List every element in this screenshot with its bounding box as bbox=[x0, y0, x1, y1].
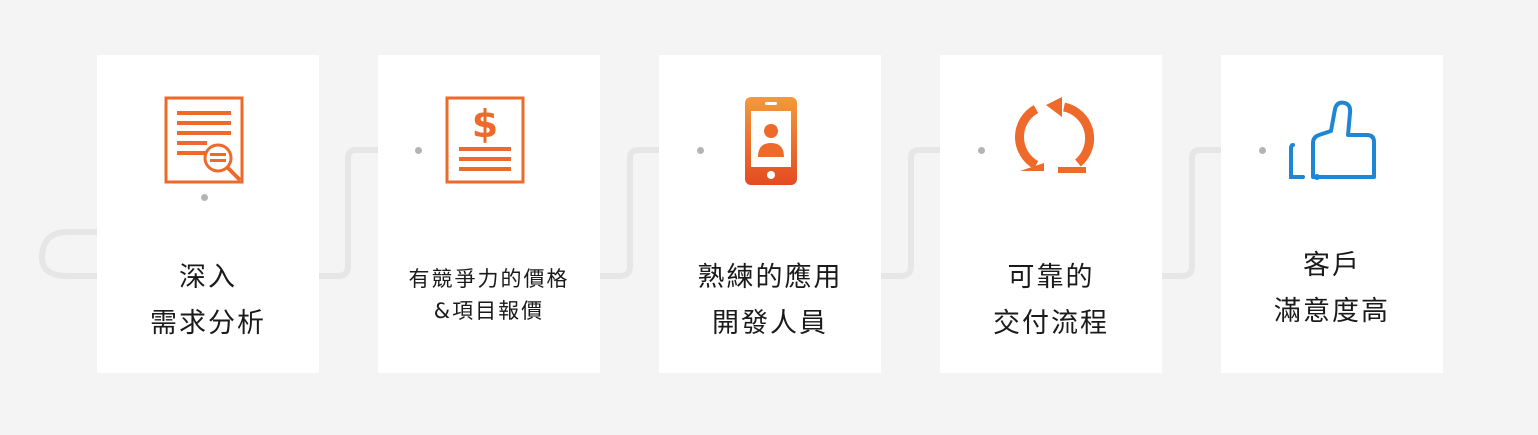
step-title: 可靠的 交付流程 bbox=[993, 262, 1109, 339]
connector-dot bbox=[697, 147, 704, 154]
price-quote-icon: $ bbox=[444, 95, 534, 189]
connector-dot bbox=[415, 147, 422, 154]
step-title: 有競爭力的價格 &項目報價 bbox=[408, 267, 570, 323]
svg-text:$: $ bbox=[472, 102, 498, 146]
mobile-developer-icon bbox=[725, 95, 815, 189]
step-title: 熟練的應用 開發人員 bbox=[697, 262, 843, 339]
thumbs-up-icon bbox=[1287, 95, 1377, 189]
step-card-pricing: $ 有競爭力的價格 &項目報價 bbox=[378, 55, 600, 373]
step-title: 深入 需求分析 bbox=[150, 262, 266, 339]
connector-dot bbox=[201, 194, 208, 201]
cycle-arrows-icon bbox=[1006, 95, 1096, 189]
step-card-delivery: 可靠的 交付流程 bbox=[940, 55, 1162, 373]
step-card-requirements: 深入 需求分析 bbox=[97, 55, 319, 373]
connector-dot bbox=[1259, 147, 1266, 154]
step-card-developers: 熟練的應用 開發人員 bbox=[659, 55, 881, 373]
step-title: 客戶 滿意度高 bbox=[1274, 250, 1390, 327]
connector-dot bbox=[978, 147, 985, 154]
step-card-satisfaction: 客戶 滿意度高 bbox=[1221, 55, 1443, 373]
document-search-icon bbox=[163, 95, 253, 189]
